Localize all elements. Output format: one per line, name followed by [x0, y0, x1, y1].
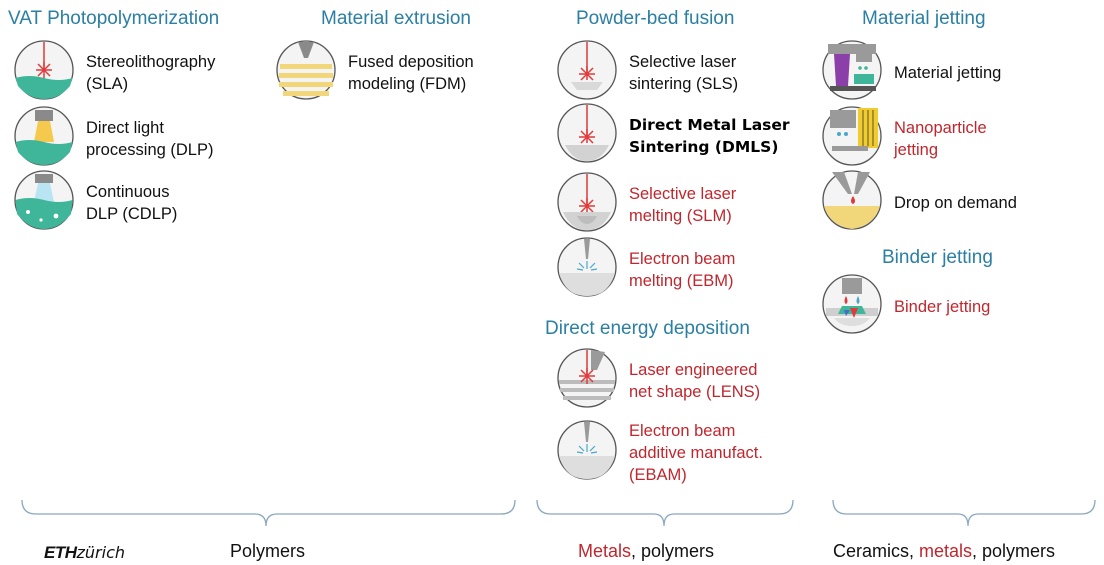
heading-powder-bed-fusion: Powder-bed fusion	[576, 8, 735, 29]
logo-eth: ETH	[44, 543, 77, 562]
process-ebm: Electron beam melting (EBM)	[557, 237, 857, 303]
footer-metals-rest: , polymers	[631, 541, 715, 561]
label-lens: Laser engineered net shape (LENS)	[629, 361, 761, 401]
heading-material-jetting: Material jetting	[862, 8, 986, 29]
label-sla: Stereolithography (SLA)	[86, 53, 216, 93]
process-dmls: Direct Metal Laser Sintering (DMLS)	[557, 103, 857, 169]
projector-resin-vat-icon	[14, 106, 74, 166]
eth-zurich-logo: ETHzürich	[44, 543, 125, 563]
footer-ceramics-metals-word: metals	[919, 541, 973, 561]
laser-deposition-icon	[557, 348, 617, 408]
heading-material-extrusion: Material extrusion	[321, 8, 471, 29]
laser-resin-vat-icon	[14, 40, 74, 100]
process-fdm: Fused deposition modeling (FDM)	[276, 40, 576, 106]
process-binder-jetting: Binder jetting	[822, 274, 1104, 340]
heading-direct-energy-deposition: Direct energy deposition	[545, 318, 750, 339]
process-material-jetting: Material jetting	[822, 40, 1104, 106]
footer-metals-word: Metals	[578, 541, 632, 561]
laser-powder-bed-icon	[557, 40, 617, 100]
footer-metals-polymers: Metals, polymers	[578, 541, 714, 562]
footer-ceramics-rest: , polymers	[972, 541, 1056, 561]
nanoparticle-jet-icon	[822, 106, 882, 166]
label-slm: Selective laser melting (SLM)	[629, 185, 737, 225]
brace-metals-polymers	[536, 499, 794, 527]
label-ebm: Electron beam melting (EBM)	[629, 250, 736, 290]
droplet-dispense-icon	[822, 170, 882, 230]
label-material-jetting: Material jetting	[894, 64, 1002, 82]
heading-vat-photopolymerization: VAT Photopolymerization	[8, 8, 220, 29]
label-fdm: Fused deposition modeling (FDM)	[348, 53, 474, 93]
footer-polymers: Polymers	[230, 541, 306, 561]
label-binder-jetting: Binder jetting	[894, 298, 991, 316]
jetting-head-icon	[822, 40, 882, 100]
label-cdlp: Continuous DLP (CDLP)	[86, 183, 178, 223]
label-dmls: Direct Metal Laser Sintering (DMLS)	[629, 116, 790, 156]
label-drop-on-demand: Drop on demand	[894, 194, 1017, 212]
electron-beam-deposition-icon	[557, 420, 617, 480]
nozzle-layers-icon	[276, 40, 336, 100]
brace-polymers	[21, 499, 516, 527]
binder-jet-icon	[822, 274, 882, 334]
laser-melting-icon	[557, 172, 617, 232]
logo-zurich: zürich	[76, 543, 126, 562]
process-drop-on-demand: Drop on demand	[822, 170, 1104, 236]
footer-ceramics-metals-polymers: Ceramics, metals, polymers	[833, 541, 1055, 562]
label-sls: Selective laser sintering (SLS)	[629, 53, 739, 93]
label-nanoparticle-jetting: Nanoparticle jetting	[894, 119, 987, 159]
process-dlp: Direct light processing (DLP)	[14, 106, 314, 172]
electron-beam-bed-icon	[557, 237, 617, 297]
process-sls: Selective laser sintering (SLS)	[557, 40, 857, 106]
process-slm: Selective laser melting (SLM)	[557, 172, 857, 238]
process-nanoparticle-jetting: Nanoparticle jetting	[822, 106, 1104, 172]
brace-ceramics-metals-polymers	[832, 499, 1096, 527]
continuous-projector-vat-icon	[14, 170, 74, 230]
process-lens: Laser engineered net shape (LENS)	[557, 348, 857, 414]
label-dlp: Direct light processing (DLP)	[86, 119, 214, 159]
label-ebam: Electron beam additive manufact. (EBAM)	[629, 422, 763, 484]
heading-binder-jetting: Binder jetting	[882, 247, 993, 268]
process-sla: Stereolithography (SLA)	[14, 40, 314, 106]
laser-metal-powder-icon	[557, 103, 617, 163]
process-cdlp: Continuous DLP (CDLP)	[14, 170, 314, 236]
process-ebam: Electron beam additive manufact. (EBAM)	[557, 420, 857, 486]
footer-ceramics-word: Ceramics,	[833, 541, 920, 561]
